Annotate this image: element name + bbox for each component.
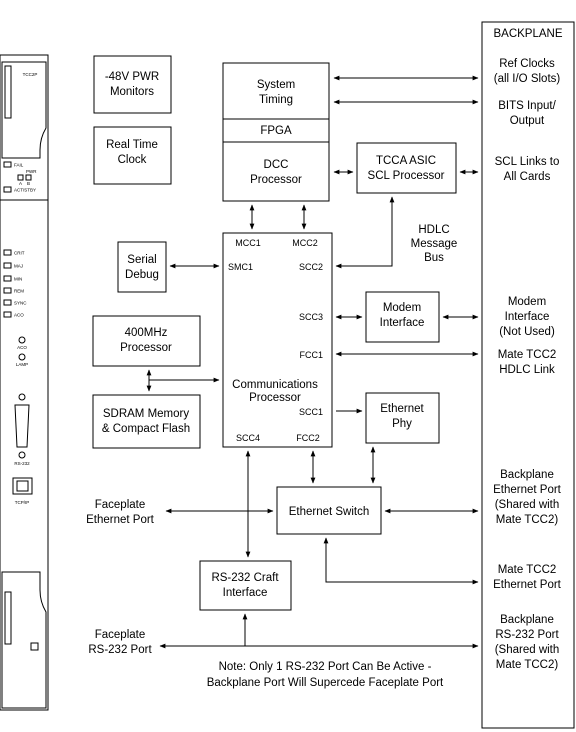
backplane-panel xyxy=(481,21,575,729)
pwr-b-label: B xyxy=(27,181,30,186)
bottom-latch[interactable] xyxy=(1,571,47,709)
led-label-sync: SYNC xyxy=(14,301,27,306)
port-mcc2: MCC2 xyxy=(292,238,318,248)
led-label-act-stby: ACT/STBY xyxy=(14,188,36,193)
led-crit xyxy=(3,249,12,256)
fpga-label: FPGA xyxy=(260,125,292,137)
led-label-fail: FAIL xyxy=(14,163,24,168)
led-rem xyxy=(3,287,12,294)
rs232-note: Note: Only 1 RS-232 Port Can Be Active -… xyxy=(207,661,444,689)
rs232-connector[interactable] xyxy=(14,393,30,459)
sdram-flash-block: SDRAM Memory& Compact Flash xyxy=(92,394,201,449)
led-label-aco: ACO xyxy=(14,313,24,318)
led-sync xyxy=(3,299,12,306)
led-label-rem: REM xyxy=(14,289,24,294)
led-min xyxy=(3,275,12,282)
rs232-port-label: RS-232 xyxy=(14,461,30,466)
pwr-a-label: A xyxy=(19,181,22,186)
alarm-leds: CRIT MAJ MIN REM SYNC ACO xyxy=(3,249,27,318)
captive-screw xyxy=(30,642,39,651)
connectors xyxy=(146,75,479,649)
card-faceplate: TCC2P FAIL PWR A B ACT/STBY CRIT MAJ MIN… xyxy=(0,54,49,711)
svg-text:Ethernet Switch: Ethernet Switch xyxy=(289,506,370,518)
comm-processor-ports: MCC1 MCC2 SMC1 SCC2 SCC3 FCC1 SCC1 SCC4 … xyxy=(228,238,323,443)
timing-fpga-dcc-block xyxy=(222,62,330,202)
aco-button-label: ACO xyxy=(17,345,27,350)
port-scc4: SCC4 xyxy=(236,433,260,443)
port-fcc2: FCC2 xyxy=(296,433,320,443)
port-scc3: SCC3 xyxy=(299,312,323,322)
backplane-labels: Ref Clocks(all I/O Slots) BITS Input/Out… xyxy=(493,58,562,671)
aco-button[interactable] xyxy=(18,336,26,344)
ref-clocks-label: Ref Clocks(all I/O Slots) xyxy=(494,58,561,85)
led-aco xyxy=(3,311,12,318)
ethernet-jack[interactable] xyxy=(12,477,33,495)
hdlc-bus-arrow xyxy=(335,196,395,269)
led-label-maj: MAJ xyxy=(14,264,23,269)
lamp-test-button[interactable] xyxy=(18,353,26,361)
led-fail xyxy=(3,161,12,168)
port-scc2: SCC2 xyxy=(299,262,323,272)
port-fcc1: FCC1 xyxy=(299,350,323,360)
svg-text:SDRAM Memory& Compact Flash: SDRAM Memory& Compact Flash xyxy=(102,408,190,435)
led-act-stby xyxy=(3,186,12,193)
bits-label: BITS Input/Output xyxy=(498,100,556,127)
ethernet-switch-block: Ethernet Switch xyxy=(276,486,382,535)
top-latch-slot xyxy=(4,65,12,119)
tcpip-port-label: TCP/IP xyxy=(15,500,30,505)
bottom-latch-slot xyxy=(4,591,12,645)
led-label-min: MIN xyxy=(14,277,22,282)
led-pwr-b xyxy=(25,174,32,181)
card-label: TCC2P xyxy=(23,72,38,77)
top-latch[interactable] xyxy=(1,61,47,159)
led-maj xyxy=(3,262,12,269)
port-mcc1: MCC1 xyxy=(235,238,261,248)
led-pwr-a xyxy=(17,174,24,181)
led-label-crit: CRIT xyxy=(14,251,25,256)
pwr-label: PWR xyxy=(26,169,37,174)
port-scc1: SCC1 xyxy=(299,407,323,417)
mate-ethernet-arrow xyxy=(323,537,479,585)
lamp-test-label: LAMP xyxy=(16,362,28,367)
backplane-title: BACKPLANE xyxy=(493,28,562,40)
port-smc1: SMC1 xyxy=(228,262,253,272)
